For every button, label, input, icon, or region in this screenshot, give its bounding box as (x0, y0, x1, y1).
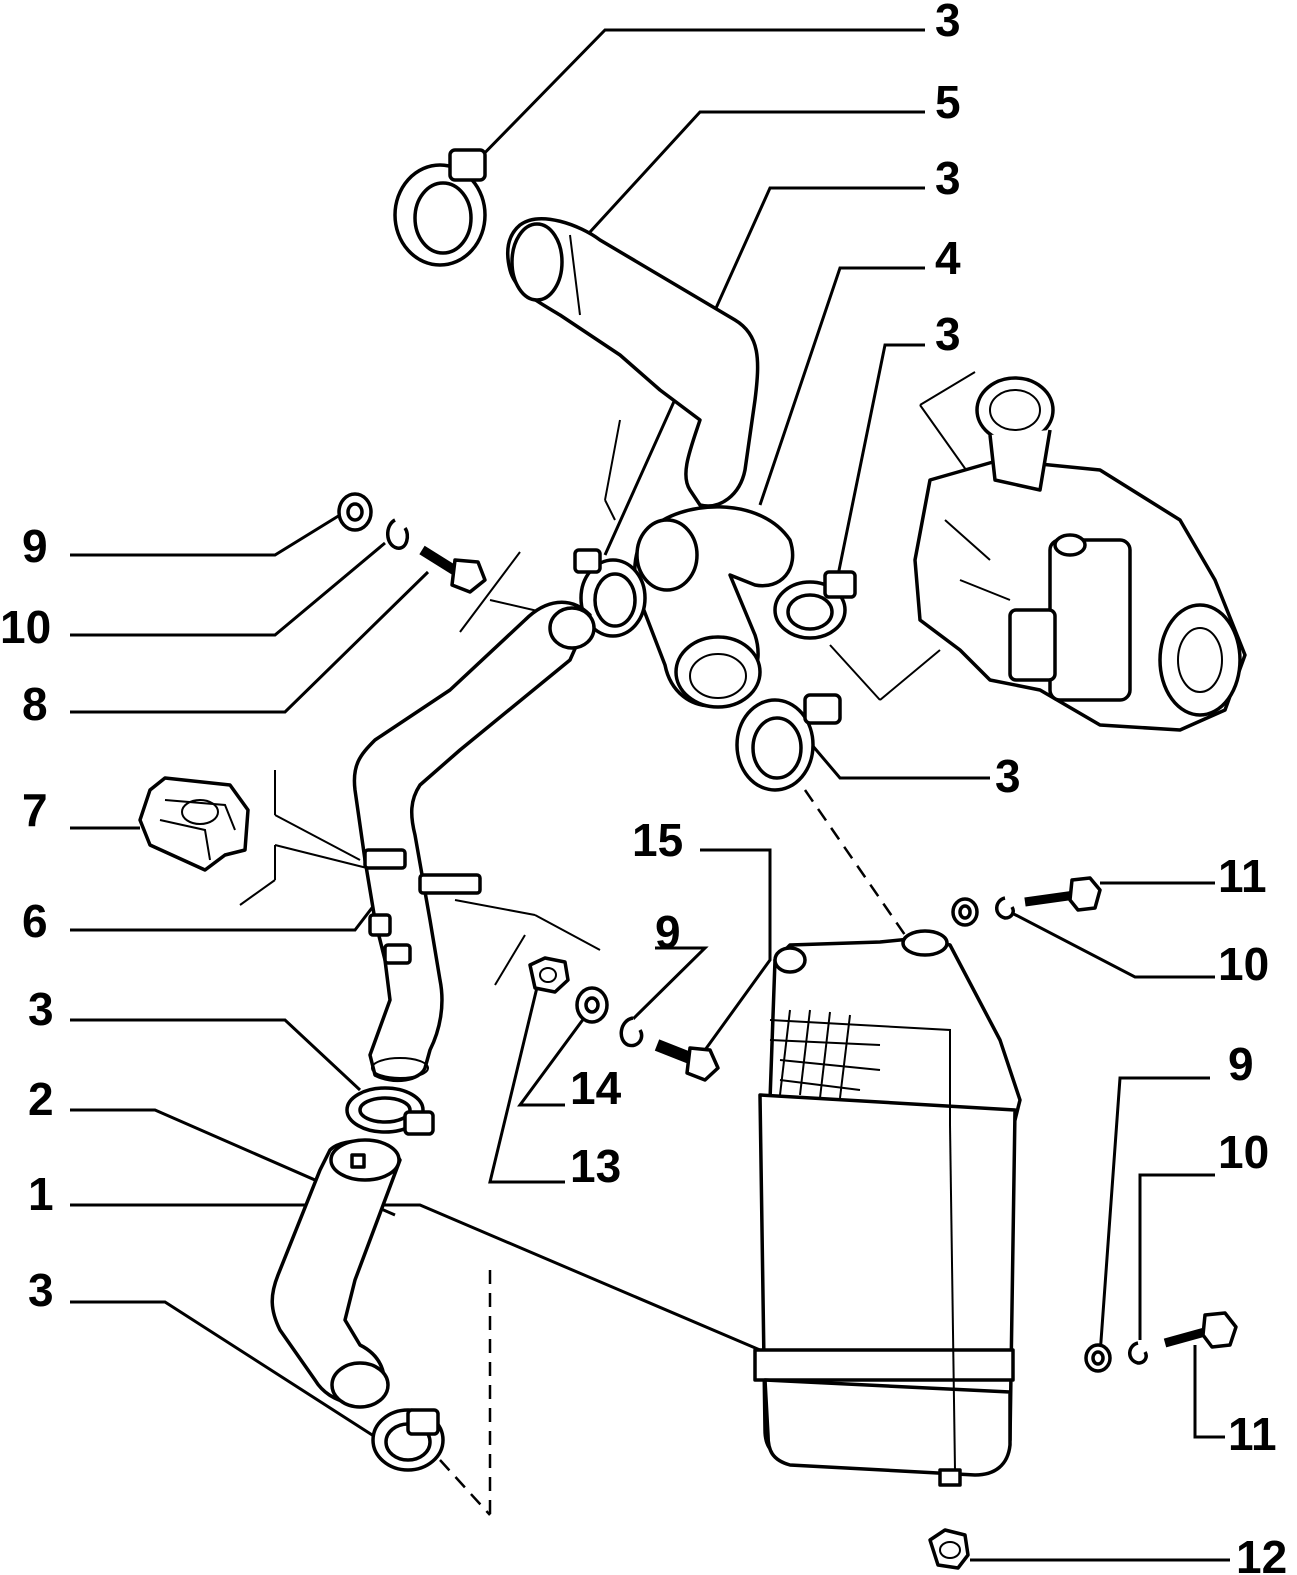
callout-3-third: 3 (935, 308, 961, 360)
callout-3-second: 3 (935, 152, 961, 204)
bolt-15 (654, 1039, 720, 1082)
callout-8: 8 (22, 678, 48, 730)
callout-6: 6 (22, 895, 48, 947)
clamp-3-bottom (371, 1408, 445, 1472)
bolt-11-lower (1163, 1311, 1238, 1349)
callout-4: 4 (935, 232, 961, 284)
leader-lines (70, 28, 1230, 1562)
clamp-3-lower-mid (735, 693, 842, 792)
washer-9-right-lower (1084, 1343, 1112, 1373)
callout-15: 15 (632, 814, 683, 866)
bolt-8 (419, 545, 487, 594)
callout-11-upper: 11 (1218, 850, 1267, 902)
callout-3-right-mid: 3 (995, 750, 1021, 802)
washer-14 (575, 986, 609, 1024)
callout-10-right-lower: 10 (1218, 1126, 1269, 1178)
intercooler-1 (753, 929, 1022, 1487)
drain-plug-12 (928, 1528, 970, 1570)
spring-washer-9-mid (619, 1016, 644, 1048)
clamp-3-right-mid (773, 570, 857, 640)
callout-10-right-upper: 10 (1218, 938, 1269, 990)
hose-2 (270, 1138, 402, 1409)
nut-13 (528, 956, 570, 994)
callout-9-right: 9 (1228, 1038, 1254, 1090)
callout-2: 2 (28, 1073, 54, 1125)
callout-7: 7 (22, 784, 48, 836)
spring-washer-10-right-lower (1128, 1341, 1148, 1365)
callout-9-mid: 9 (655, 906, 681, 958)
spring-washer-10-upper (386, 518, 410, 550)
clamp-3-upper-mid (573, 548, 647, 638)
washer-9-upper (337, 492, 373, 532)
callout-3-left-mid: 3 (28, 983, 54, 1035)
callout-1: 1 (28, 1168, 54, 1220)
callout-9-upper-left: 9 (22, 520, 48, 572)
callout-3-top: 3 (935, 0, 961, 46)
callout-14: 14 (570, 1062, 622, 1114)
clamp-3-top (393, 148, 487, 267)
pipe-6 (352, 600, 596, 1083)
bracket-7 (138, 776, 250, 872)
callout-13: 13 (570, 1140, 621, 1192)
clamp-3-lower-left (345, 1086, 435, 1136)
hose-4 (633, 505, 795, 709)
callout-5: 5 (935, 76, 961, 128)
bolt-11-upper (1024, 876, 1102, 912)
callout-10-upper-left: 10 (0, 601, 51, 653)
spring-washer-10-right-upper (995, 896, 1015, 920)
washer-9-right-upper (951, 897, 979, 927)
callout-3-bottom-left: 3 (28, 1264, 54, 1316)
turbocharger (913, 376, 1247, 732)
callout-11-lower: 11 (1228, 1408, 1277, 1460)
hose-5 (506, 217, 760, 521)
callout-12: 12 (1236, 1531, 1287, 1575)
